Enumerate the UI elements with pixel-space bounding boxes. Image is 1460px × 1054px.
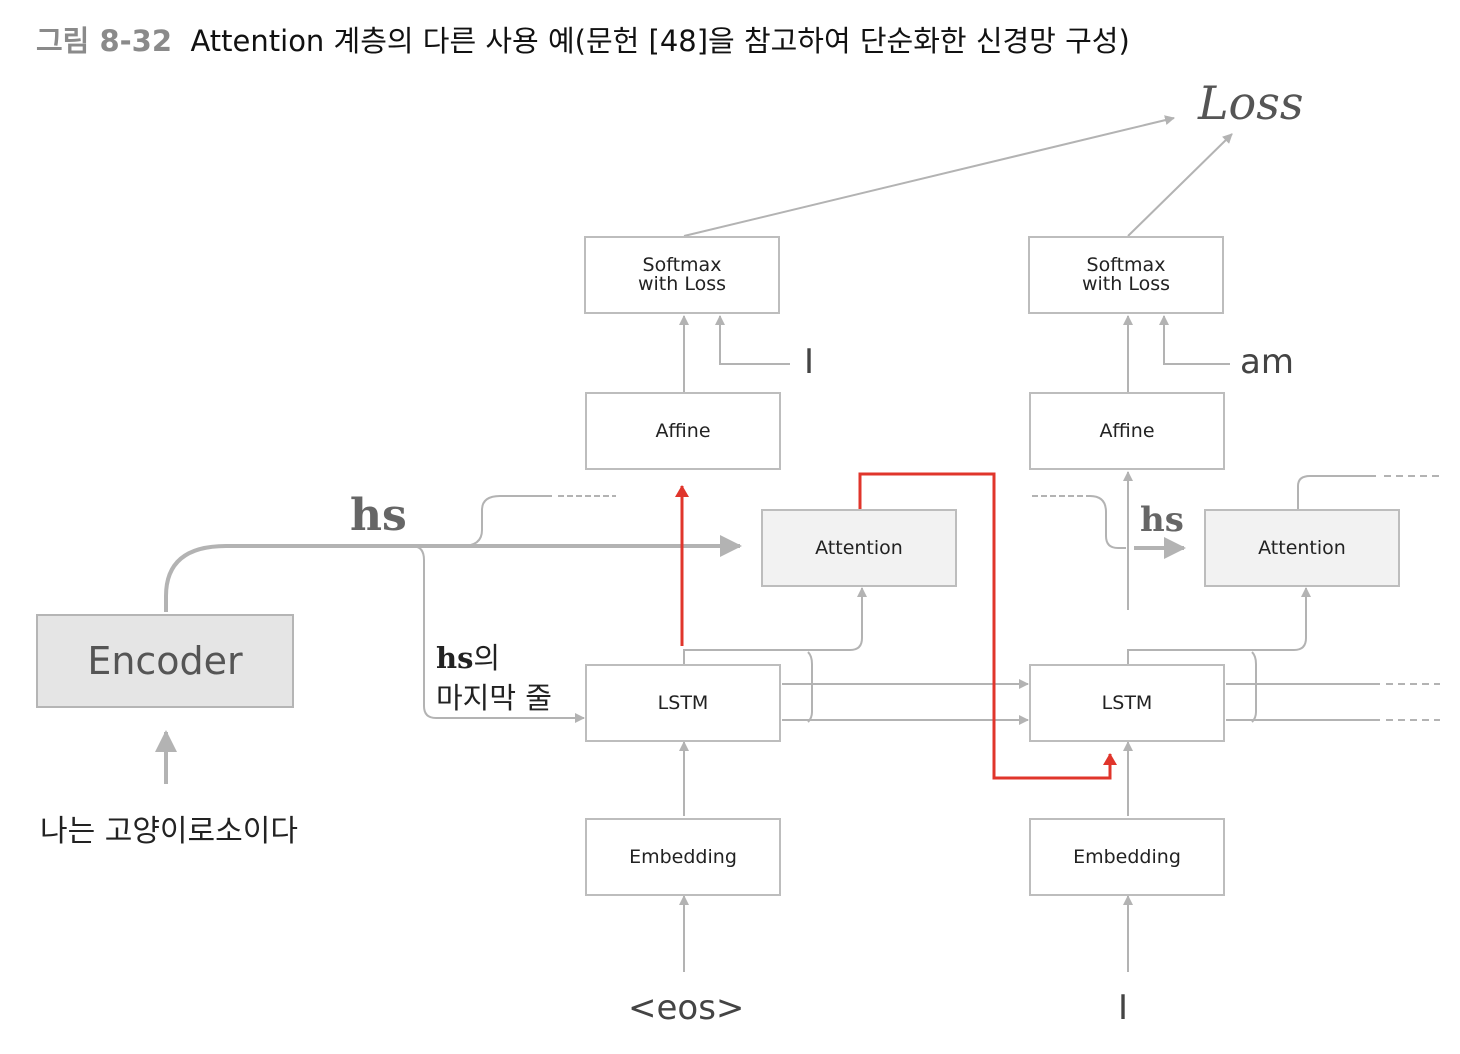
lstm-to-attention-2 (1127, 587, 1311, 664)
red-attention-to-lstm (858, 472, 1117, 780)
lstm-1: LSTM (585, 664, 781, 742)
hs-last-row-line1: hs의 (436, 638, 552, 678)
softmax-label: Softmax (1086, 254, 1166, 276)
encoder-input-text: 나는 고양이로소이다 (40, 814, 298, 849)
hs-incoming-curve (1089, 495, 1126, 549)
hs-main-arrow (164, 535, 742, 612)
hs-label-2: hs (1140, 500, 1184, 540)
bracket-2 (1251, 651, 1257, 723)
softmax-label: Softmax (642, 254, 722, 276)
target-word-2: am (1240, 342, 1294, 382)
attention-2: Attention (1204, 509, 1400, 587)
embedding-1: Embedding (585, 818, 781, 896)
hs-last-row-line2: 마지막 줄 (436, 681, 552, 715)
input-word-1: <eos> (628, 988, 745, 1028)
hs-last-row-label: hs의 마지막 줄 (436, 638, 552, 718)
attention-2-output (1297, 475, 1376, 510)
hs-last-row-suffix: 의 (473, 641, 501, 675)
target-word-1: I (804, 342, 815, 382)
encoder-box: Encoder (36, 614, 294, 708)
affine-1: Affine (585, 392, 781, 470)
input-word-2: I (1118, 988, 1129, 1028)
attention-1: Attention (761, 509, 957, 587)
softmax-with-loss-2: Softmax with Loss (1028, 236, 1224, 314)
loss-arrow-2 (1127, 133, 1233, 237)
figure-number: 그림 8-32 (36, 24, 173, 58)
with-loss-label: with Loss (1081, 273, 1171, 295)
lstm-to-attention-1 (683, 587, 867, 664)
loss-label: Loss (1198, 76, 1304, 130)
hs-label: hs (350, 490, 407, 541)
loss-arrow-1 (683, 115, 1175, 237)
bracket-1 (807, 651, 813, 723)
target-to-softmax-2 (1159, 315, 1230, 365)
with-loss-label: with Loss (637, 273, 727, 295)
hs-branch-up (461, 495, 552, 547)
figure-title: Attention 계층의 다른 사용 예(문헌 [48]을 참고하여 단순화한… (190, 24, 1130, 58)
target-to-softmax-1 (715, 315, 790, 365)
hs-last-row-hs: hs (436, 641, 474, 675)
affine-2: Affine (1029, 392, 1225, 470)
softmax-with-loss-1: Softmax with Loss (584, 236, 780, 314)
figure-caption: 그림 8-32 Attention 계층의 다른 사용 예(문헌 [48]을 참… (36, 18, 1130, 60)
embedding-2: Embedding (1029, 818, 1225, 896)
lstm-2: LSTM (1029, 664, 1225, 742)
